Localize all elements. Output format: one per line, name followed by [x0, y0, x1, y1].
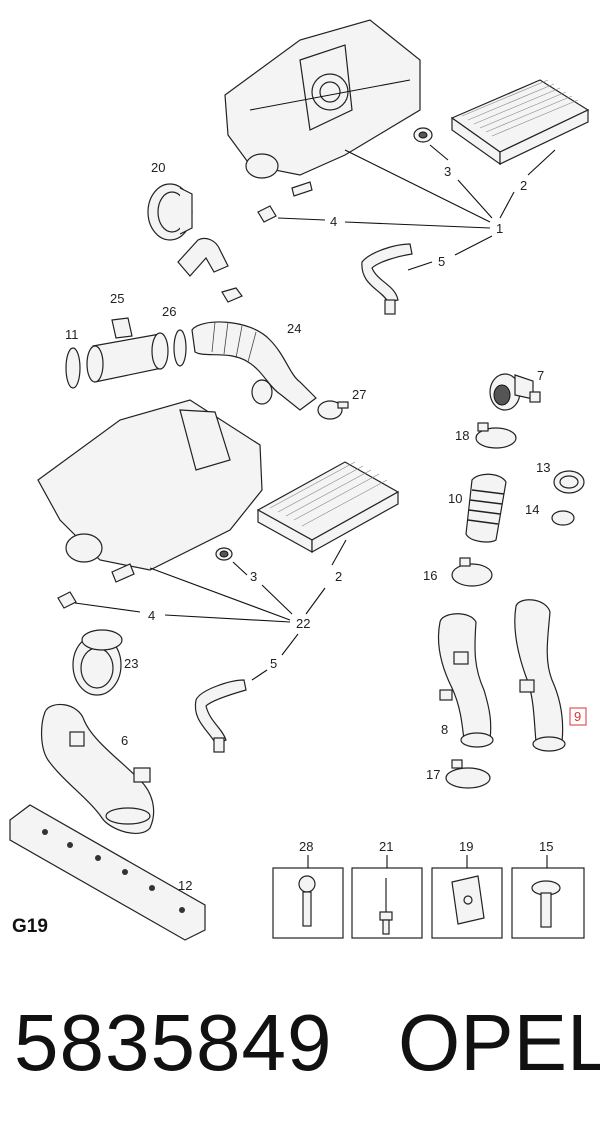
plug-upper [257, 205, 277, 223]
maf-sensor-7 [489, 373, 541, 411]
callout-23: 23 [124, 656, 138, 671]
callout-26: 26 [162, 304, 176, 319]
intake-duct-24 [191, 321, 317, 411]
callout-7: 7 [537, 368, 544, 383]
callout-12: 12 [178, 878, 192, 893]
callout-6: 6 [121, 733, 128, 748]
ring-23 [72, 629, 123, 696]
clip-small [221, 287, 243, 303]
leaders-1 [277, 144, 556, 271]
callouts: 1 2 3 4 5 20 25 26 11 24 27 7 18 13 10 1… [65, 160, 581, 893]
callout-21: 21 [379, 839, 393, 854]
callout-8: 8 [441, 722, 448, 737]
callout-9: 9 [574, 709, 581, 724]
fastener-box-15 [511, 855, 585, 939]
callout-3-top: 3 [444, 164, 451, 179]
callout-19: 19 [459, 839, 473, 854]
callout-11: 11 [65, 327, 79, 342]
highlight-box-9 [569, 707, 587, 726]
callout-20: 20 [151, 160, 165, 175]
leaders-22 [74, 539, 347, 681]
callout-17: 17 [426, 767, 440, 782]
air-cleaner-housing-lower [37, 399, 263, 583]
hose-upper [361, 243, 413, 315]
bellows-10 [465, 473, 507, 543]
callout-15: 15 [539, 839, 553, 854]
fastener-box-19 [431, 855, 503, 939]
callout-14: 14 [525, 502, 539, 517]
hose-9 [514, 599, 587, 752]
intake-ring-20 [147, 183, 193, 241]
callout-27: 27 [352, 387, 366, 402]
clamp-17 [445, 759, 491, 789]
callout-1: 1 [496, 221, 503, 236]
bracket-12 [9, 804, 206, 941]
plug-lower [57, 591, 77, 609]
callout-3-lower: 3 [250, 569, 257, 584]
oring-14 [551, 510, 575, 526]
callout-4-top: 4 [330, 214, 337, 229]
callout-13: 13 [536, 460, 550, 475]
callout-5-top: 5 [438, 254, 445, 269]
callout-2-lower: 2 [335, 569, 342, 584]
hose-lower [194, 679, 247, 753]
fastener-box-21 [351, 855, 423, 939]
ring-13 [553, 470, 585, 494]
callout-5-lower: 5 [270, 656, 277, 671]
air-cleaner-housing-upper [224, 19, 421, 197]
callout-22: 22 [296, 616, 310, 631]
callout-28: 28 [299, 839, 313, 854]
callout-4-lower: 4 [148, 608, 155, 623]
callout-2-top: 2 [520, 178, 527, 193]
callout-18: 18 [455, 428, 469, 443]
grommet-lower [215, 547, 233, 561]
elbow-hose [177, 237, 229, 277]
clamp-27 [317, 400, 349, 420]
callout-16: 16 [423, 568, 437, 583]
duct-6 [41, 703, 155, 834]
grommet-upper [413, 127, 433, 143]
group-label: G19 [12, 916, 48, 937]
clamp-18 [475, 422, 517, 449]
fastener-box-28 [272, 855, 344, 939]
maf-assembly [65, 317, 187, 389]
brand-name: OPEL [398, 998, 600, 1087]
callout-25: 25 [110, 291, 124, 306]
clamp-16 [451, 557, 493, 587]
callout-24: 24 [287, 321, 301, 336]
air-filter-lower [256, 461, 400, 554]
callout-10: 10 [448, 491, 462, 506]
air-filter-upper [450, 79, 590, 166]
part-number: 5835849 [14, 998, 333, 1087]
hose-8 [437, 613, 494, 748]
